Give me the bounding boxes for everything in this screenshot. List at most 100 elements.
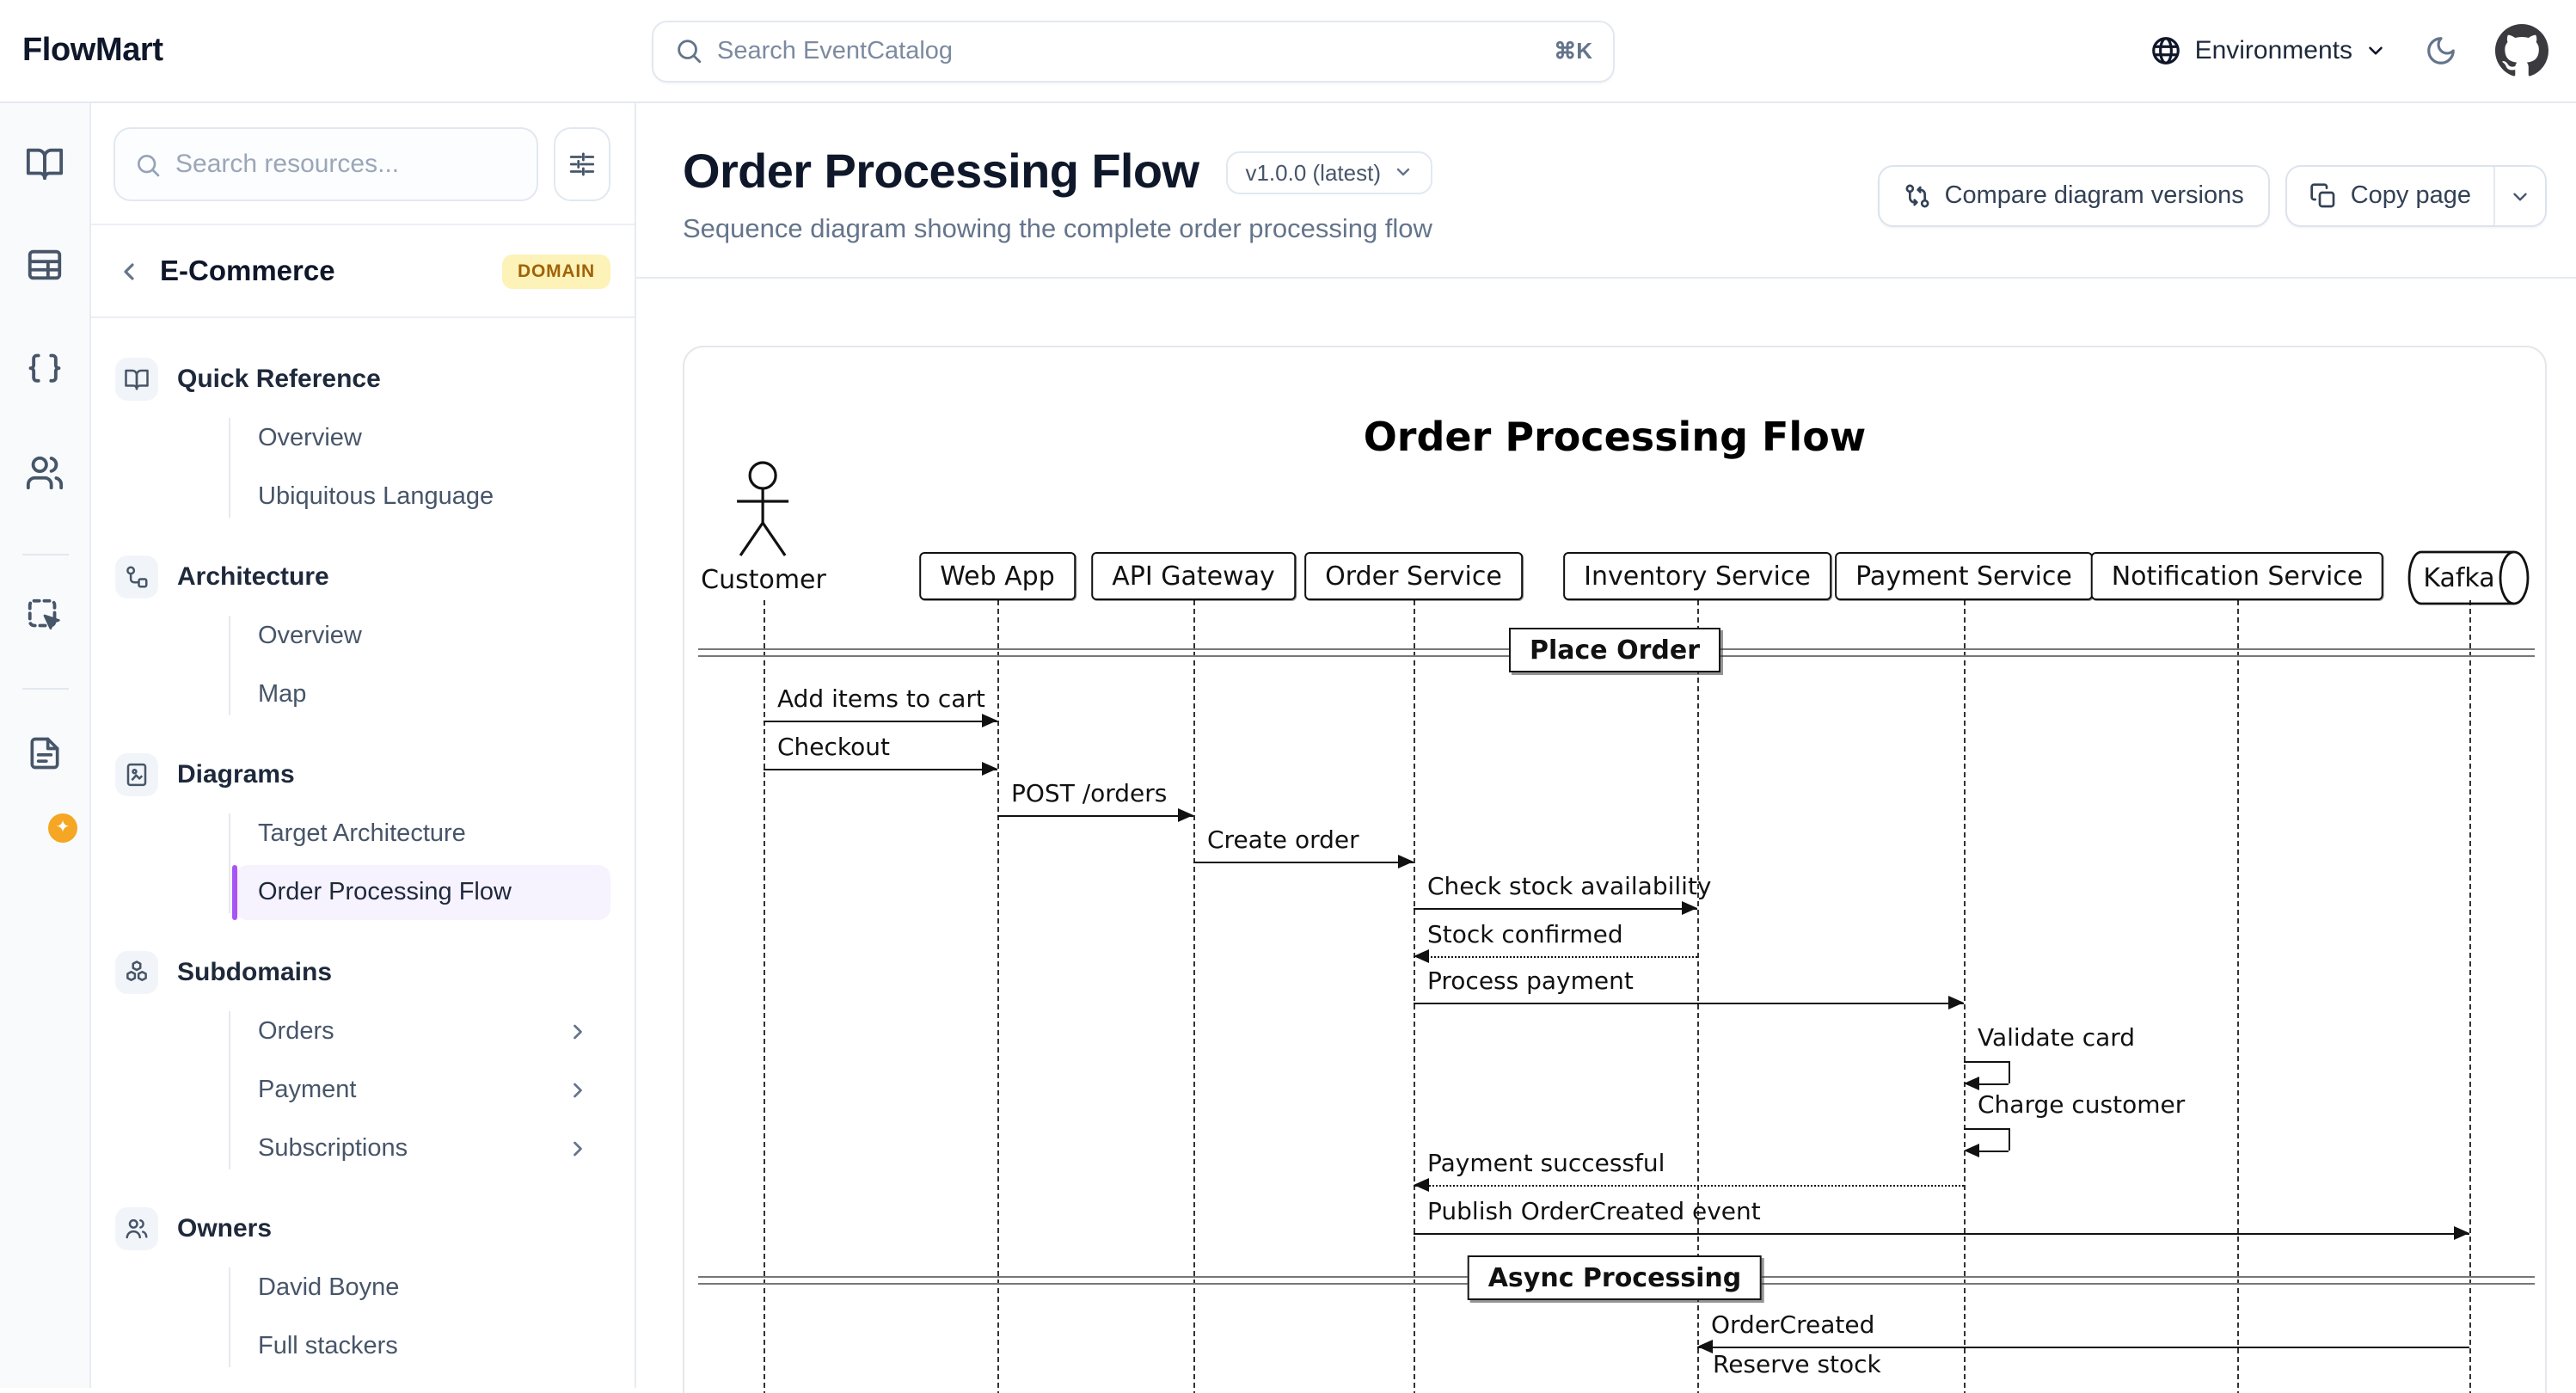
sidebar-item-orders[interactable]: Orders — [236, 1004, 610, 1059]
diagram-message-line — [1414, 956, 1697, 958]
rail-visualiser-icon[interactable] — [25, 596, 64, 635]
rail-table-icon[interactable] — [25, 245, 64, 285]
divider — [91, 224, 635, 225]
copy-page-button[interactable]: Copy page — [2287, 167, 2493, 225]
diagram-self-line — [1978, 1083, 2009, 1085]
diagram-message-line — [1414, 1003, 1964, 1004]
diagram-arrowhead — [982, 714, 997, 728]
diagram-actor-label: Customer — [701, 564, 826, 595]
filter-button[interactable] — [554, 127, 610, 201]
diagram-self-line — [1964, 1061, 2009, 1063]
global-search-input[interactable] — [717, 37, 1541, 64]
diagram-arrowhead — [982, 762, 997, 776]
diagram-message-line — [1193, 862, 1414, 863]
diagram-message-line — [1414, 908, 1697, 910]
diagram-self-line — [2009, 1128, 2010, 1151]
sidebar: E-Commerce DOMAIN Quick ReferenceOvervie… — [91, 103, 636, 1388]
icon-rail: ✦ — [0, 103, 91, 1388]
diagram-queue-kafka: Kafka — [2404, 549, 2535, 607]
sidebar-item-label: Payment — [258, 1077, 357, 1104]
resource-search-input[interactable] — [175, 150, 518, 179]
sidebar-section-header: Owners — [91, 1207, 635, 1250]
diagram-self-message-label: Validate card — [1978, 1025, 2136, 1052]
sidebar-item-ubiquitous-language[interactable]: Ubiquitous Language — [236, 469, 610, 525]
sidebar-item-order-processing-flow[interactable]: Order Processing Flow — [232, 865, 610, 920]
diagram-message-label: Payment successful — [1427, 1151, 1665, 1178]
rail-users-icon[interactable] — [25, 453, 64, 493]
diagram-arrowhead — [2454, 1226, 2469, 1241]
diagram-message-label: Process payment — [1427, 968, 1634, 996]
resource-search[interactable] — [113, 127, 538, 201]
sidebar-section-header: Subdomains — [91, 951, 635, 994]
diagram-participant-web-app: Web App — [919, 552, 1076, 600]
domain-header: E-Commerce DOMAIN — [91, 225, 635, 316]
diagram-arrowhead — [1964, 1144, 1979, 1158]
top-navbar: FlowMart ⌘K Environments — [0, 0, 2576, 103]
boxes-icon — [115, 951, 158, 994]
diagram-message-label: Reserve stock — [1713, 1352, 1881, 1379]
diagram-self-line — [2009, 1061, 2010, 1083]
sidebar-item-david-boyne[interactable]: David Boyne — [236, 1261, 610, 1316]
sidebar-item-full-stackers[interactable]: Full stackers — [236, 1319, 610, 1374]
rail-document-icon[interactable] — [26, 734, 64, 772]
sidebar-item-map[interactable]: Map — [236, 667, 610, 722]
chevron-left-icon[interactable] — [115, 258, 143, 285]
diagram-lifeline-customer — [763, 600, 764, 1393]
version-selector[interactable]: v1.0.0 (latest) — [1226, 150, 1432, 193]
diagram-message-label: POST /orders — [1011, 781, 1168, 808]
sidebar-item-label: Overview — [258, 623, 362, 650]
compare-versions-button[interactable]: Compare diagram versions — [1877, 165, 2270, 227]
sidebar-item-subscriptions[interactable]: Subscriptions — [236, 1121, 610, 1176]
sidebar-item-label: Ubiquitous Language — [258, 483, 494, 511]
diagram-lifeline-payment-service — [1963, 600, 1965, 1393]
sidebar-item-overview[interactable]: Overview — [236, 411, 610, 466]
diagram-message-line — [1414, 1185, 1964, 1187]
chevron-down-icon — [2513, 192, 2527, 200]
svg-text:Kafka: Kafka — [2423, 563, 2494, 593]
environments-menu[interactable]: Environments — [2150, 34, 2387, 67]
book-open-icon — [115, 358, 158, 401]
diagram-arrowhead — [1682, 901, 1697, 916]
diagram-actor-customer: Customer — [701, 461, 826, 595]
sidebar-section-title: Architecture — [177, 562, 329, 592]
diagram-message-label: OrderCreated — [1711, 1312, 1875, 1340]
app-logo[interactable]: FlowMart — [22, 32, 163, 68]
copy-page-label: Copy page — [2350, 182, 2471, 210]
page-header: Order Processing Flow v1.0.0 (latest) Se… — [636, 103, 2576, 279]
workflow-icon — [115, 555, 158, 598]
copy-page-menu-button[interactable] — [2493, 167, 2545, 225]
global-search[interactable]: ⌘K — [652, 20, 1615, 82]
github-link[interactable] — [2495, 24, 2548, 77]
diagram-message-line — [997, 815, 1193, 817]
diagram-self-line — [1978, 1151, 2009, 1152]
sidebar-item-overview[interactable]: Overview — [236, 609, 610, 664]
dark-mode-toggle[interactable] — [2425, 34, 2457, 67]
diagram-title: Order Processing Flow — [1363, 416, 1867, 461]
git-compare-icon — [1904, 182, 1931, 210]
diagram-message-line — [1697, 1347, 2469, 1348]
sidebar-item-label: Order Processing Flow — [258, 879, 512, 906]
sidebar-item-label: Overview — [258, 425, 362, 452]
rail-braces-icon[interactable] — [26, 351, 64, 389]
moon-icon — [2425, 34, 2457, 67]
domain-name: E-Commerce — [160, 255, 335, 286]
search-shortcut: ⌘K — [1554, 37, 1592, 63]
rail-docs-book-icon[interactable] — [25, 144, 64, 183]
diagram-arrowhead — [1178, 808, 1193, 823]
diagram-self-message-label: Charge customer — [1978, 1092, 2186, 1120]
diagram-arrowhead — [1414, 949, 1429, 964]
diagram-message-label: Publish OrderCreated event — [1427, 1199, 1761, 1226]
sidebar-section-title: Quick Reference — [177, 365, 381, 394]
sidebar-item-target-architecture[interactable]: Target Architecture — [236, 807, 610, 862]
diagram-message-line — [764, 721, 997, 722]
diagram-participant-inventory-service: Inventory Service — [1563, 552, 1831, 600]
sidebar-item-label: Full stackers — [258, 1333, 398, 1360]
sidebar-item-payment[interactable]: Payment — [236, 1063, 610, 1118]
diagram-arrowhead — [1948, 996, 1964, 1010]
